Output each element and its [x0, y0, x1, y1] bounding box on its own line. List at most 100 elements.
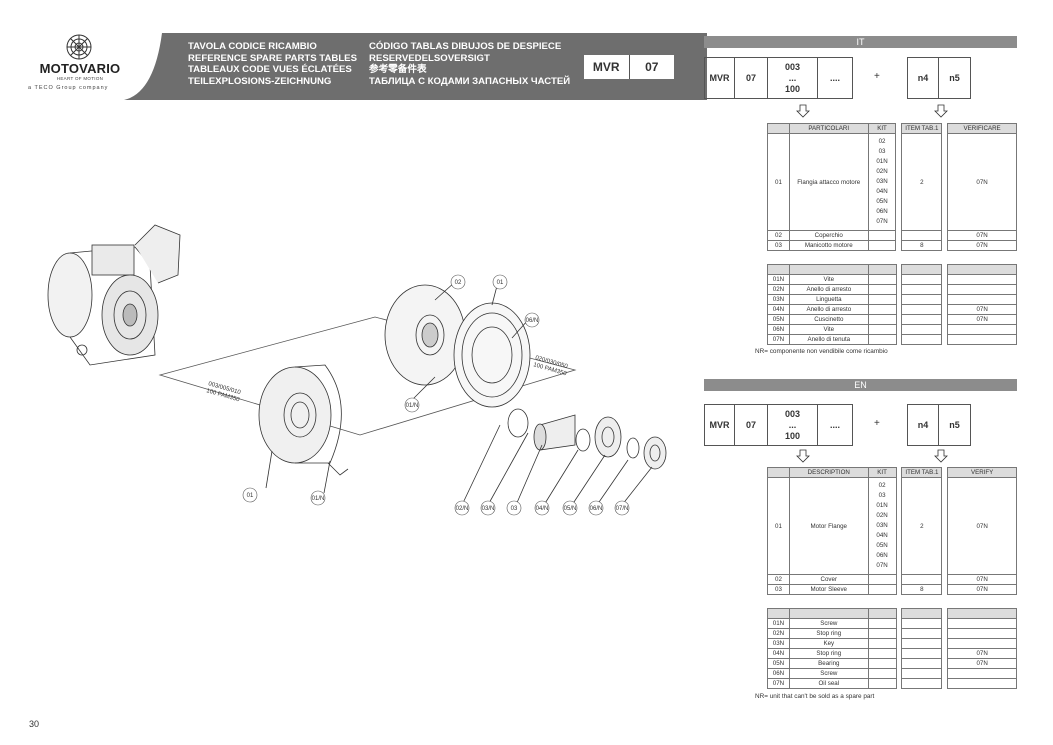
kit-item: 06N [876, 552, 888, 559]
part-code: 03N [767, 293, 790, 305]
en-code-model: MVR [704, 404, 735, 446]
title-line: TEILEXPLOSIONS-ZEICHNUNG [188, 75, 332, 87]
kit-item: 03N [876, 522, 888, 529]
part-code: 01 [767, 477, 790, 575]
title-line: TABLEAUX CODE VUES ÉCLATÉES [188, 64, 352, 76]
it-code-plus: + [874, 71, 880, 82]
title-line: RESERVEDELSOVERSIGT [369, 52, 490, 64]
arrow-down-icon [796, 449, 810, 463]
part-name: Screw [788, 667, 869, 679]
item-ref: 8 [901, 240, 943, 251]
callout-01N-upper: 01/N [404, 397, 420, 413]
callout-02: 02 [450, 274, 466, 290]
kit-item: 03 [878, 492, 886, 499]
part-code: 05N [767, 313, 790, 325]
part-code: 01N [767, 617, 790, 629]
verify-ref: 07N [947, 584, 1017, 595]
callout-01-lower: 01 [242, 487, 258, 503]
callout-label: 05/N [564, 506, 577, 512]
table-row: 03 Manicotto motore 8 07N [767, 240, 1017, 251]
it-note: NR= componente non vendibile come ricamb… [755, 348, 888, 355]
callout-04N: 04/N [534, 500, 550, 516]
verify-ref [947, 273, 1017, 285]
header-cell: KIT [867, 467, 897, 478]
kit-item: 01N [876, 502, 888, 509]
title-band: TAVOLA CODICE RICAMBIO REFERENCE SPARE P… [124, 33, 707, 100]
verify-ref: 07N [947, 477, 1017, 575]
verify-ref: 07N [947, 230, 1017, 241]
callout-label: 04/N [536, 506, 549, 512]
callout-label: 01 [497, 280, 504, 286]
header-cell: VERIFY [947, 467, 1017, 478]
exploded-view-drawing: 02 01 06/N 01/N 01 01/N 02/N 03/N 03 04/… [47, 224, 667, 516]
header-cell: VERIFICARE [947, 123, 1017, 134]
part-name: Oil seal [788, 677, 869, 689]
part-motor-flange [258, 364, 349, 476]
it-parts-table: PARTICOLARI KIT ITEM TAB.1 VERIFICARE 01… [767, 123, 1017, 251]
code-model: MVR [592, 60, 620, 74]
part-code: 04N [767, 647, 790, 659]
part-code: 06N [767, 667, 790, 679]
callout-label: 03 [511, 506, 518, 512]
callout-01: 01 [492, 274, 508, 290]
part-code: 02 [767, 230, 790, 241]
header-cell [767, 467, 790, 478]
title-column-2: CÓDIGO TABLAS DIBUJOS DE DESPIECE RESERV… [369, 41, 570, 87]
part-name: Anello di arresto [788, 303, 869, 315]
callout-07N: 07/N [614, 500, 630, 516]
header-cell: ITEM TAB.1 [901, 467, 943, 478]
part-stop-ring-2 [575, 428, 591, 452]
item-ref: 2 [901, 477, 943, 575]
part-name: Bearing [788, 657, 869, 669]
part-code: 05N [767, 657, 790, 669]
part-code: 01N [767, 273, 790, 285]
callout-label: 06/N [590, 506, 603, 512]
callout-05N: 05/N [562, 500, 578, 516]
verify-ref: 07N [947, 647, 1017, 659]
callout-06N: 06/N [524, 312, 540, 328]
part-flange-ring [453, 302, 531, 408]
table-row: 02 Cover 07N [767, 574, 1017, 585]
group-line: a TECO Group company [28, 85, 109, 91]
part-name: Anello di tenuta [788, 333, 869, 345]
brand-tagline: HEART OF MOTION [56, 76, 104, 81]
verify-ref [947, 323, 1017, 335]
verify-ref: 07N [947, 574, 1017, 585]
table-row: 02 Coperchio 07N [767, 230, 1017, 241]
page-number: 30 [29, 719, 40, 729]
callout-03: 03 [506, 500, 522, 516]
part-motor-sleeve [533, 414, 576, 451]
part-stop-ring-3 [626, 437, 640, 459]
verify-ref [947, 677, 1017, 689]
it-code-dots: .... [818, 57, 853, 99]
en-code-n4: n4 [907, 404, 939, 446]
verify-ref: 07N [947, 133, 1017, 231]
kit-item: 04N [876, 532, 888, 539]
verify-ref [947, 617, 1017, 629]
verify-ref [947, 283, 1017, 295]
kit-item: 02N [876, 168, 888, 175]
part-name: Stop ring [788, 647, 869, 659]
part-name: Motor Flange [788, 477, 869, 575]
kit-item: 01N [876, 158, 888, 165]
title-line: 参考零备件表 [369, 64, 427, 76]
it-language-bar: IT [704, 36, 1017, 48]
part-code: 01 [767, 133, 790, 231]
table-row: 03 Motor Sleeve 8 07N [767, 584, 1017, 595]
it-code-model: MVR [704, 57, 735, 99]
callout-label: 02/N [456, 506, 469, 512]
kit-item: 03 [878, 148, 886, 155]
part-name: Stop ring [788, 627, 869, 639]
part-name: Motor Sleeve [788, 584, 869, 595]
kit-item: 04N [876, 188, 888, 195]
item-ref: 8 [901, 584, 943, 595]
kit-item: 06N [876, 208, 888, 215]
